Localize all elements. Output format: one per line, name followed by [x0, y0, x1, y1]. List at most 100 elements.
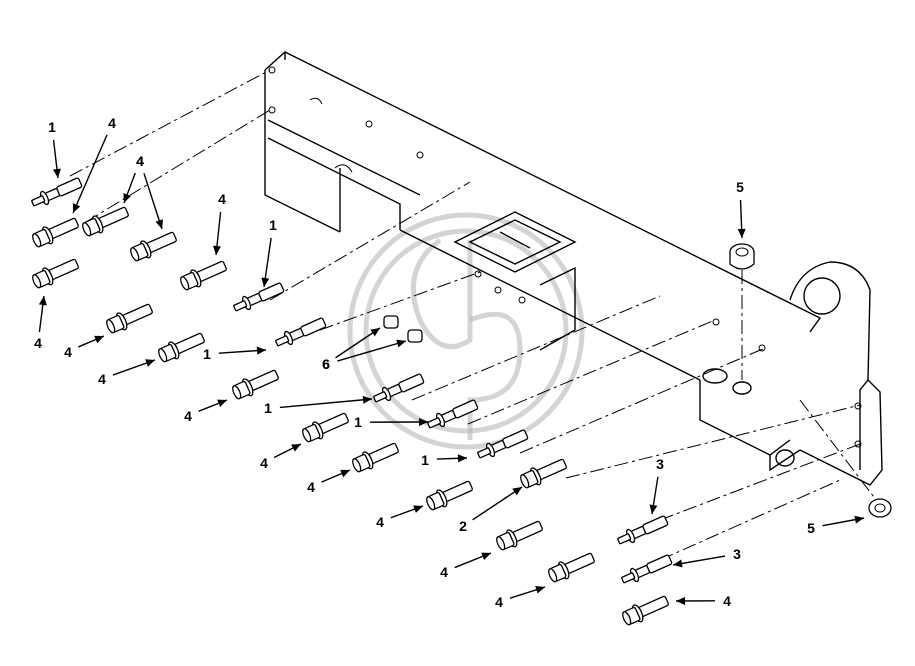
bolt-stud	[373, 373, 425, 403]
callout-label: 4	[98, 371, 106, 387]
arrowhead	[737, 228, 746, 238]
callout-c4h: 4	[184, 399, 228, 424]
bolt-flange	[158, 332, 205, 363]
callout-label: 1	[269, 217, 277, 233]
callout-c4f: 4	[64, 335, 105, 360]
bolt-stud	[621, 554, 673, 584]
arrowhead	[418, 418, 428, 427]
arrowhead	[396, 339, 406, 348]
callout-c4k: 4	[376, 505, 424, 530]
callout-c1f: 1	[421, 452, 468, 468]
callout-c6b: 6	[322, 339, 407, 372]
bolt-flange	[32, 217, 79, 248]
callout-label: 6	[322, 356, 330, 372]
arrowhead	[854, 515, 864, 524]
bolt-flange	[232, 369, 279, 400]
arrowhead	[38, 296, 47, 306]
arrowhead	[212, 245, 221, 255]
callout-c5b: 5	[807, 515, 865, 536]
callout-c1b: 1	[261, 217, 277, 288]
bolt-flange	[302, 412, 349, 443]
callout-c4l: 4	[440, 552, 492, 580]
arrowhead	[123, 193, 131, 203]
bolt-flange	[180, 260, 227, 291]
callout-label: 4	[218, 191, 226, 207]
callout-c4d: 4	[212, 191, 226, 256]
bolt-stud	[31, 177, 83, 207]
arrowhead	[145, 359, 155, 367]
callout-c1a: 1	[48, 119, 61, 179]
arrowhead	[340, 469, 350, 478]
arrowhead	[413, 505, 423, 513]
bolt-flange	[130, 231, 177, 262]
callout-label: 1	[48, 119, 56, 135]
callout-label: 4	[440, 564, 448, 580]
guide-lines	[69, 69, 881, 561]
callout-label: 6	[322, 356, 330, 372]
arrowhead	[676, 596, 686, 605]
callout-label: 4	[34, 335, 42, 351]
bolt-stud	[233, 282, 285, 312]
callout-label: 4	[64, 344, 72, 360]
arrowhead	[649, 504, 658, 514]
callout-c4e: 4	[34, 295, 47, 351]
callout-label: 2	[459, 518, 467, 534]
callout-label: 4	[136, 153, 144, 169]
callout-label: 4	[108, 115, 116, 131]
leader-line	[143, 173, 163, 230]
arrowhead	[370, 328, 380, 337]
leader-line	[279, 398, 373, 409]
callout-c1d: 1	[264, 395, 373, 416]
callout-label: 3	[733, 546, 741, 562]
arrowhead	[217, 399, 227, 408]
callout-c2a: 2	[459, 486, 523, 534]
arrowhead	[256, 346, 266, 355]
callout-c6a: 6	[322, 327, 381, 372]
callout-c4n: 4	[675, 593, 731, 609]
callout-label: 4	[136, 153, 144, 169]
callout-label: 4	[495, 594, 503, 610]
callout-c5a: 5	[736, 179, 746, 239]
callout-c4a: 4	[72, 115, 116, 214]
callout-label: 1	[354, 414, 362, 430]
arrowhead	[673, 559, 683, 568]
leader-line	[472, 486, 523, 521]
bolts-group	[31, 177, 673, 626]
plug-bottom	[868, 498, 892, 518]
leader-line	[72, 134, 108, 214]
callout-c4c: 4	[136, 153, 164, 230]
bolt-stud	[617, 515, 669, 545]
arrowhead	[535, 585, 545, 594]
callout-label: 4	[376, 514, 384, 530]
arrowhead	[155, 219, 164, 229]
bolt-flange	[426, 480, 473, 511]
bolt-flange	[82, 206, 129, 237]
callout-c4b: 4	[123, 153, 144, 204]
callout-label: 1	[421, 452, 429, 468]
arrowhead	[457, 454, 467, 463]
bolt-stud	[427, 399, 479, 429]
arrowhead	[52, 168, 61, 178]
callout-c3b: 3	[672, 546, 741, 568]
bolt-flange	[106, 303, 153, 334]
bolt-flange	[548, 552, 595, 583]
callout-label: 3	[656, 456, 664, 472]
callout-c1c: 1	[203, 346, 267, 362]
callout-c1e: 1	[354, 414, 429, 430]
callout-label: 1	[203, 346, 211, 362]
watermark-logo	[347, 212, 585, 450]
callout-label: 4	[260, 455, 268, 471]
arrowhead	[261, 277, 270, 287]
callout-c4i: 4	[260, 443, 302, 471]
callout-label: 5	[807, 520, 815, 536]
callout-label: 4	[307, 479, 315, 495]
callout-c3a: 3	[649, 456, 664, 515]
arrowhead	[512, 487, 522, 496]
small-plugs	[383, 315, 423, 343]
plug-top	[729, 243, 755, 270]
bolt-stud	[275, 317, 327, 347]
arrowhead	[94, 335, 104, 344]
